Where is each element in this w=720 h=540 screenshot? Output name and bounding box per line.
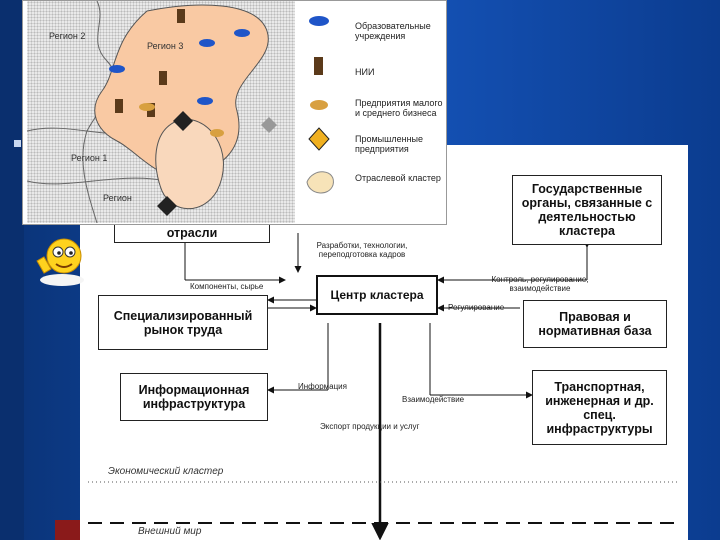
information-label: Информация: [298, 382, 347, 391]
gov-box: Государственные органы, связанные с деят…: [512, 175, 662, 245]
control-label: Контроль, регулирование, взаимодействие: [491, 275, 589, 293]
map-icons: [109, 9, 277, 216]
cluster-center-label: Центр кластера: [330, 288, 424, 302]
cluster-center-box: Центр кластера: [316, 275, 438, 315]
regulation-label: Регулирование: [448, 303, 505, 312]
map-shapes: [27, 1, 269, 223]
export-label: Экспорт продукции и услуг: [320, 422, 420, 431]
components-label: Компоненты, сырье: [190, 282, 264, 291]
transport-box: Транспортная, инженерная и др. спец. инф…: [532, 370, 667, 445]
economic-cluster-label: Экономический кластер: [108, 466, 224, 477]
legal-box-label: Правовая и нормативная база: [538, 310, 652, 338]
info-infra-box: Информационная инфраструктура: [120, 373, 268, 421]
left-stripe: [0, 0, 24, 540]
labor-market-box: Специализированный рынок труда: [98, 295, 268, 350]
transport-box-label: Транспортная, инженерная и др. спец. инф…: [545, 379, 654, 436]
region-1-label: Регион 1: [71, 153, 108, 163]
info-infra-label: Информационная инфраструктура: [138, 383, 250, 411]
legend-nii: НИИ: [355, 67, 375, 77]
region-3-label: Регион 3: [147, 41, 184, 51]
outer-world-label: Внешний мир: [138, 526, 202, 537]
cluster-map-image: Регион 2 Регион 3 Регион 1 Регион: [22, 0, 447, 225]
legend-industrial: Промышленные предприятия: [355, 134, 424, 154]
interaction-label: Взаимодействие: [402, 395, 465, 404]
legend-sme: Предприятия малого и среднего бизнеса: [355, 98, 443, 118]
dev-label: Разработки, технологии, переподготовка к…: [316, 241, 408, 259]
region-label: Регион: [103, 193, 132, 203]
region-2-label: Регион 2: [49, 31, 86, 41]
bullet-marker: [14, 140, 21, 147]
top-left-box-label: отрасли: [166, 226, 218, 240]
smiley-mascot-icon: [36, 238, 84, 286]
legend-icons: [306, 16, 334, 194]
legend-edu: Образовательные учреждения: [355, 21, 431, 41]
diagram-connectors: [88, 233, 680, 540]
map-area: Регион 2 Регион 3 Регион 1 Регион: [27, 1, 295, 223]
labor-market-label: Специализированный рынок труда: [113, 308, 253, 337]
legal-box: Правовая и нормативная база: [523, 300, 667, 348]
legend-cluster: Отраслевой кластер: [355, 173, 441, 183]
gov-box-label: Государственные органы, связанные с деят…: [521, 182, 653, 238]
